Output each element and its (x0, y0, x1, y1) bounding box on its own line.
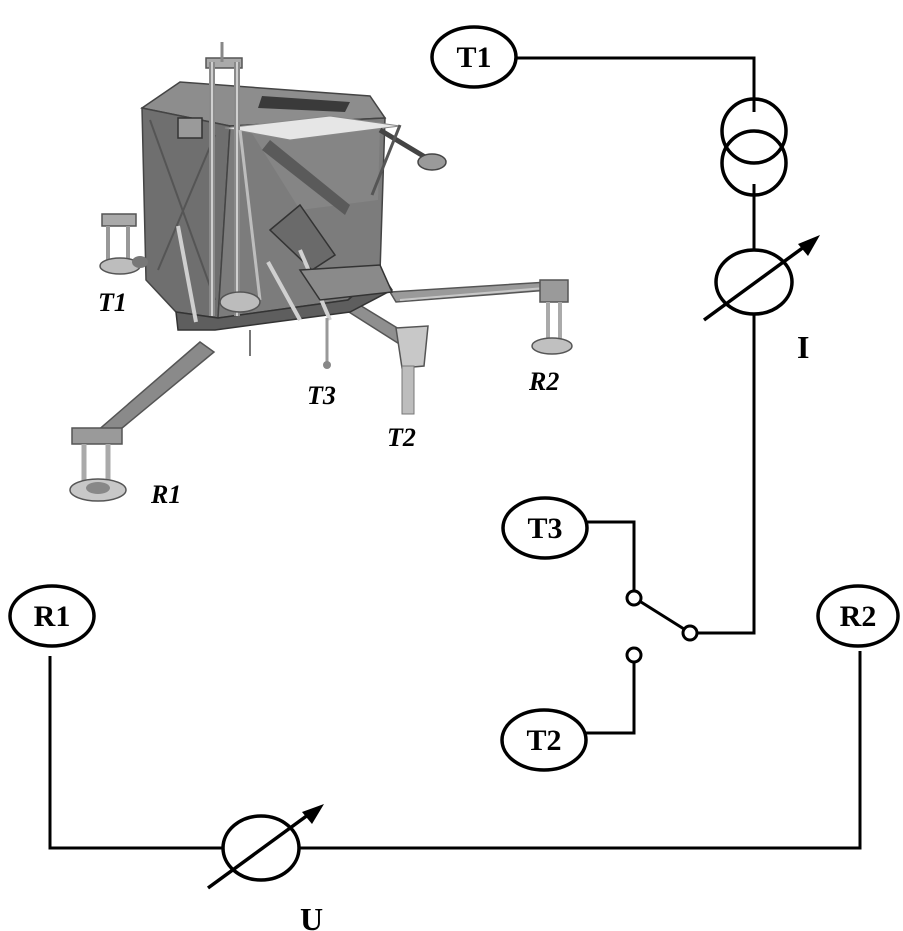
lander-illustration: T1 T3 T2 R2 R1 (69, 42, 573, 509)
current-meter-label: I (797, 329, 809, 365)
node-label-t2: T2 (526, 724, 561, 757)
node-label-t3: T3 (527, 512, 562, 545)
wire-t1-to-source (516, 56, 756, 112)
wire-ammeter-to-switch (697, 314, 756, 635)
node-t3: T3 (501, 496, 589, 560)
node-t1: T1 (430, 25, 518, 89)
wire-r1-to-voltmeter (48, 656, 224, 850)
wire-voltmeter-to-r2 (298, 651, 862, 850)
node-r1: R1 (8, 584, 96, 648)
lander-foot-r2 (531, 279, 573, 355)
lander-left-face (141, 107, 231, 319)
lander-mast (205, 42, 243, 316)
transformer-symbol (720, 97, 788, 197)
lander-label-t2: T2 (387, 423, 416, 452)
voltage-meter-label: U (300, 901, 323, 931)
lander-bottom-plate (175, 270, 394, 331)
node-label-t1: T1 (456, 41, 491, 74)
voltmeter-symbol (206, 804, 324, 890)
lander-label-r1: R1 (150, 480, 181, 509)
lander-label-t1: T1 (98, 288, 127, 317)
wire-t3-to-switch (586, 520, 636, 590)
lander-foot-t1 (99, 213, 148, 275)
circuit-diagram: I U T1 T3 T2 R1 (8, 25, 900, 931)
lander-drill-assembly (219, 203, 394, 321)
node-label-r1: R1 (34, 600, 71, 633)
wire-t2-to-switch (585, 662, 636, 735)
switch-symbol (625, 589, 699, 664)
node-t2: T2 (500, 708, 588, 772)
lander-label-r2: R2 (528, 367, 559, 396)
node-label-r2: R2 (840, 600, 877, 633)
lander-label-t3: T3 (307, 381, 336, 410)
node-r2: R2 (816, 584, 900, 648)
ammeter-symbol (702, 235, 820, 322)
lander-foot-r1 (69, 427, 127, 502)
